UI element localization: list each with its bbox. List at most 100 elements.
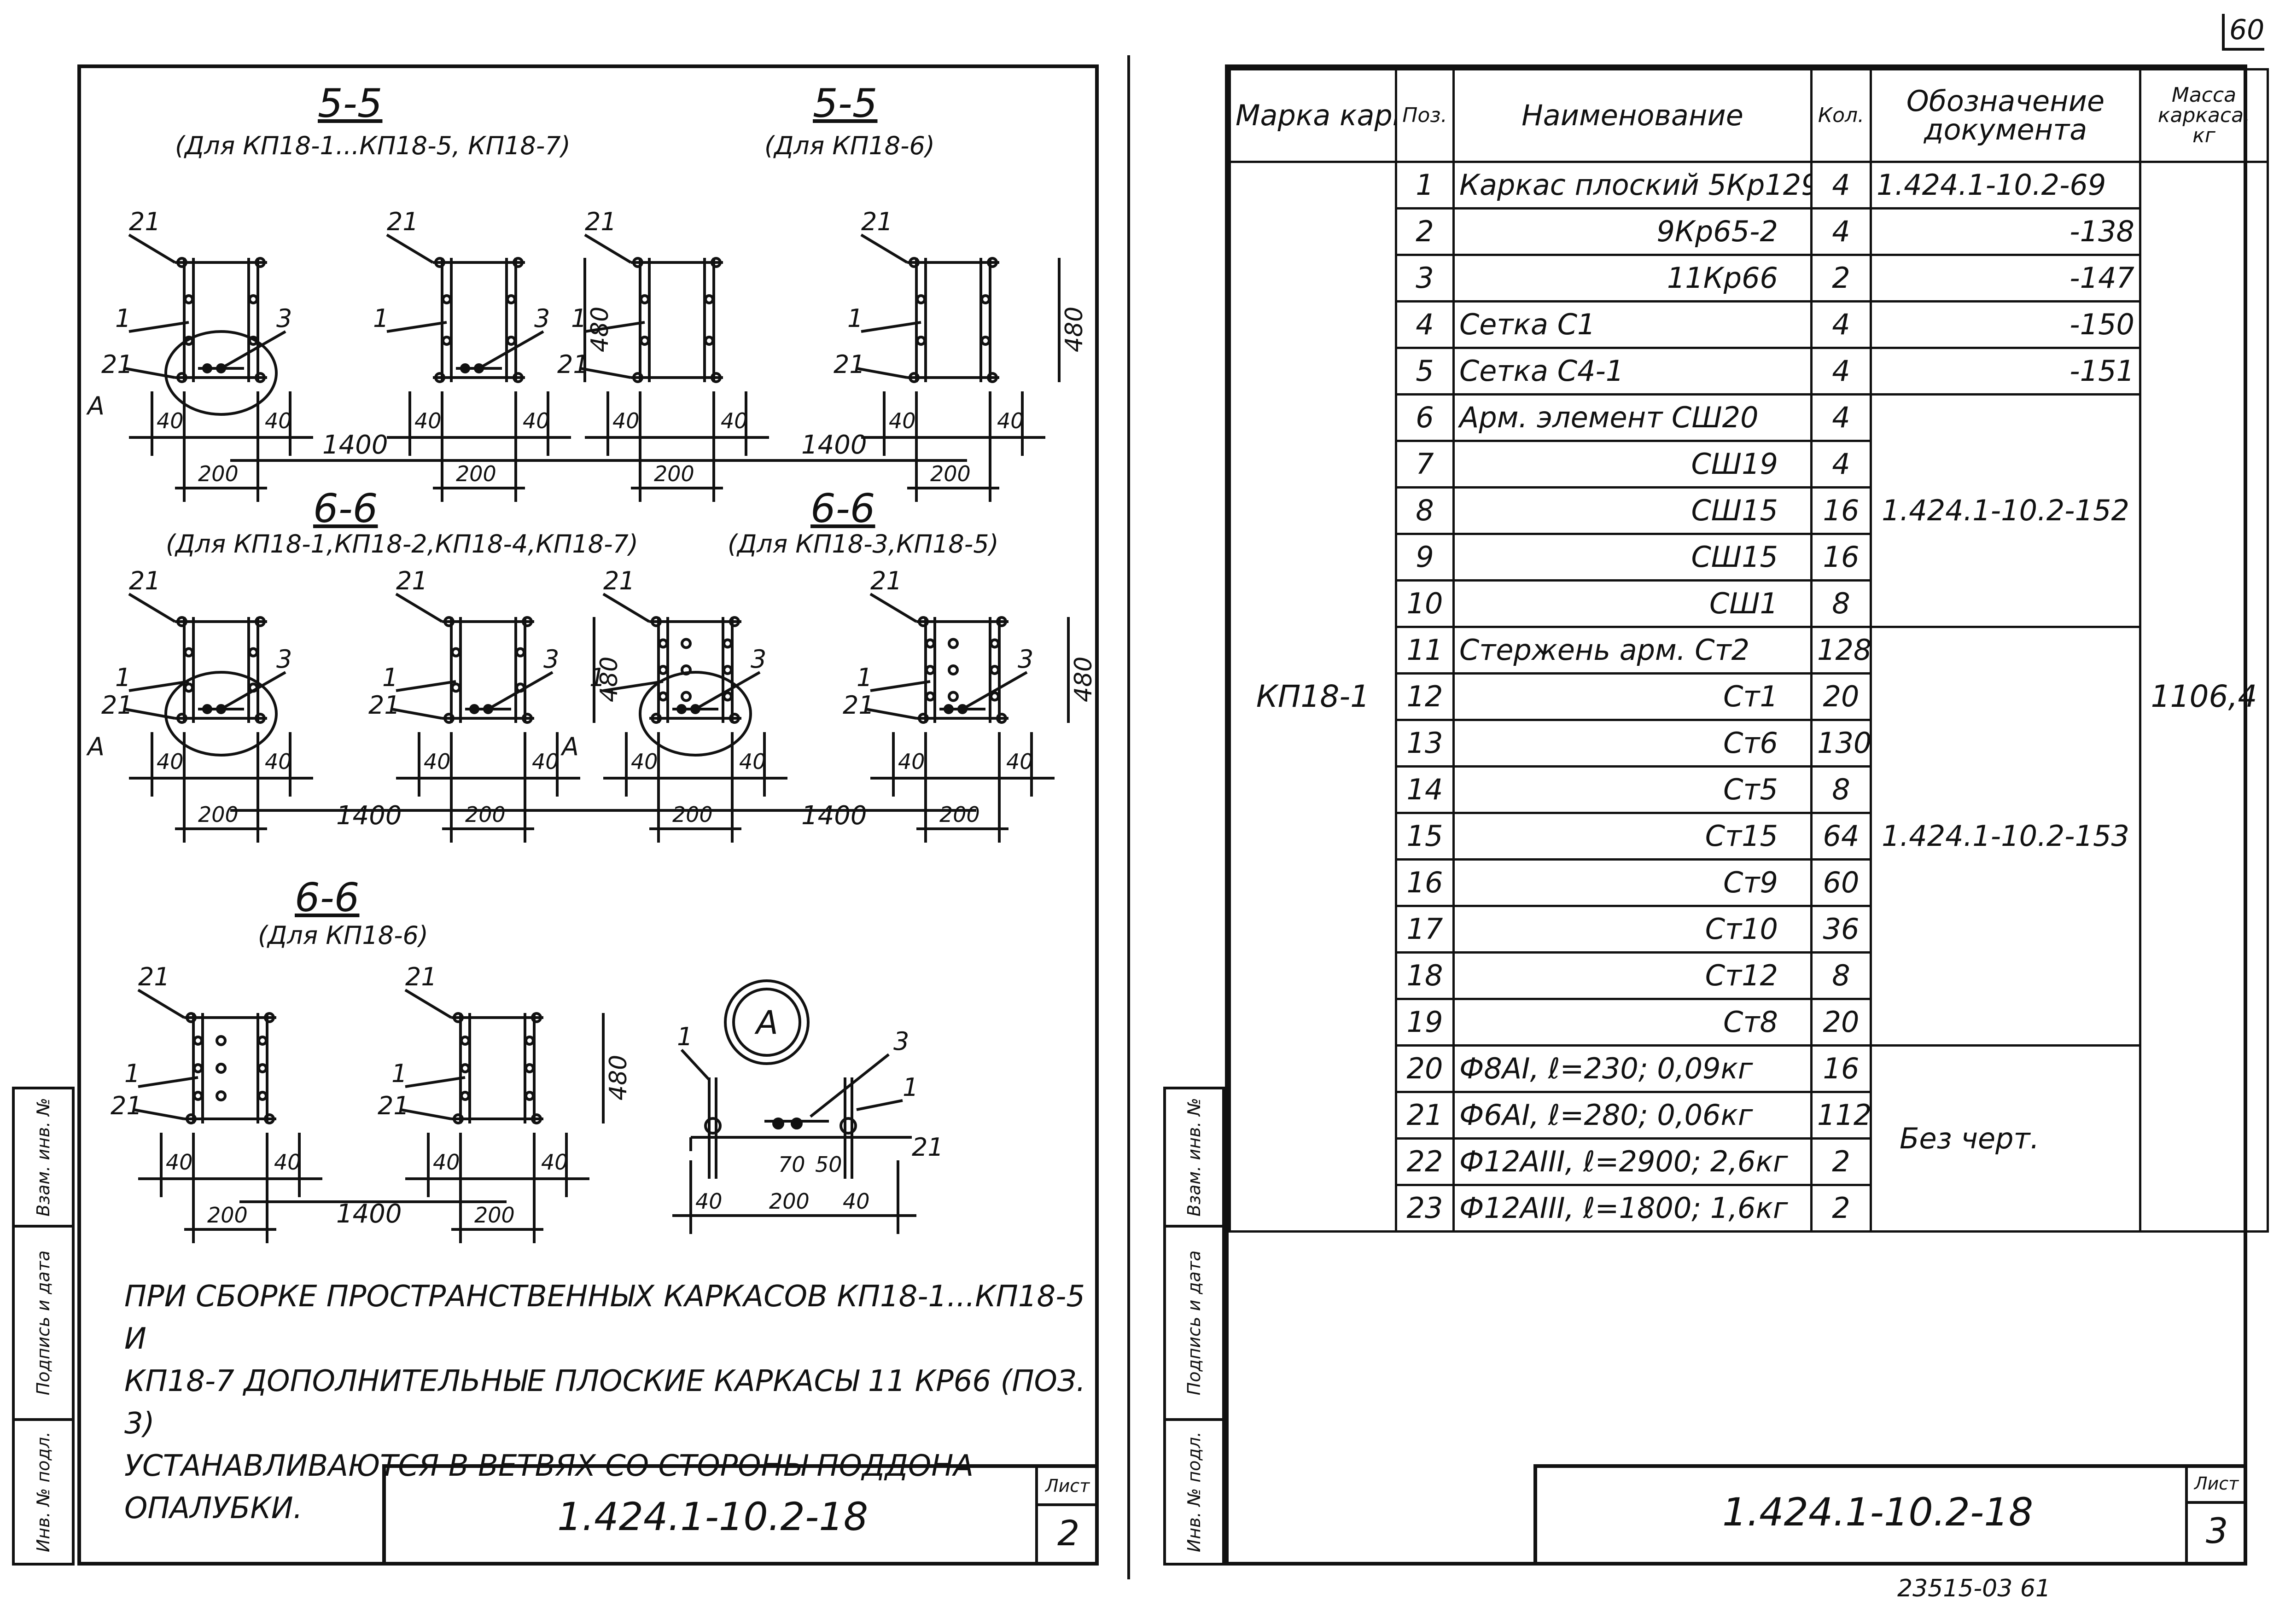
- corner-rebar: [186, 1113, 197, 1124]
- callout-21-bottom: 21: [101, 350, 133, 379]
- rebar-circle: [990, 665, 1000, 675]
- detail-a-rebar: [772, 1118, 784, 1129]
- name-cell: Сетка С4-1: [1452, 347, 1813, 396]
- view-title-6-6-c: 6-6: [295, 875, 360, 921]
- pos-cell: 15: [1395, 812, 1455, 861]
- callout-21-bottom: 21: [101, 691, 133, 720]
- rebar-circle: [948, 638, 959, 649]
- dim-40-left: 40: [424, 749, 451, 774]
- callout-3: 3: [276, 304, 292, 333]
- qty-cell: 4: [1810, 440, 1872, 489]
- callout-1: 1: [391, 1059, 407, 1088]
- strip-text-sign-date: Подпись и дата: [33, 1250, 53, 1396]
- corner-rebar: [443, 616, 455, 627]
- rebar-circle: [944, 704, 954, 714]
- qty-cell: 60: [1810, 858, 1872, 907]
- detail-a-rebar: [704, 1117, 722, 1135]
- header-qty: Кол.: [1810, 68, 1872, 163]
- dim-40-right: 40: [541, 1150, 568, 1175]
- dim-40-right: 40: [1006, 749, 1033, 774]
- leader-1: [138, 1076, 198, 1088]
- callout-1: 1: [382, 663, 398, 692]
- rebar-circle: [216, 1035, 227, 1046]
- pos-cell: 16: [1395, 858, 1455, 907]
- leader-3: [962, 671, 1028, 710]
- leader-1: [861, 321, 921, 333]
- corner-rebar: [255, 372, 266, 383]
- rebar-circle: [202, 363, 212, 373]
- leader-21-bottom: [391, 708, 443, 720]
- leader-1: [128, 680, 189, 692]
- leader-21: [602, 593, 650, 623]
- dim-40: 40: [843, 1189, 870, 1214]
- pos-cell: 13: [1395, 719, 1455, 768]
- rebar-circle: [184, 682, 194, 693]
- view-title-6-6-a: 6-6: [313, 486, 378, 532]
- detail-a-rebar: [839, 1117, 857, 1135]
- rebar-circle: [248, 294, 258, 304]
- qty-cell: 2: [1810, 254, 1872, 303]
- corner-rebar: [176, 713, 187, 724]
- dim-40-right: 40: [997, 408, 1024, 433]
- name-cell: СШ15: [1452, 533, 1813, 582]
- header-mass: Масса каркаса, кг: [2139, 68, 2269, 163]
- dim-1400: 1400: [336, 1199, 402, 1229]
- right-sheet-label: Лист: [2194, 1473, 2239, 1494]
- leader-21: [869, 593, 917, 623]
- pos-cell: 9: [1395, 533, 1455, 582]
- corner-rebar: [513, 372, 524, 383]
- leader-3: [220, 671, 286, 710]
- qty-cell: 4: [1810, 161, 1872, 210]
- left-stamp-code: 1.424.1-10.2-18: [557, 1494, 869, 1539]
- strip-cell-replaced-inv: Взам. инв. №: [15, 1089, 72, 1228]
- strip-text-sign-date-r: Подпись и дата: [1184, 1250, 1204, 1396]
- leader-1: [584, 321, 645, 333]
- left-sheet-number: 2: [1057, 1513, 1080, 1554]
- corner-rebar: [531, 1113, 542, 1124]
- name-cell: Ф8АI, ℓ=230; 0,09кг: [1452, 1044, 1813, 1093]
- dim-40-left: 40: [612, 408, 640, 433]
- dim-200: 200: [198, 802, 239, 827]
- right-title-block-sheet-cell: [2185, 1464, 2247, 1566]
- corner-rebar: [176, 257, 187, 268]
- corner-rebar: [255, 713, 266, 724]
- left-sheet-label: Лист: [1045, 1476, 1090, 1496]
- doc-cell: 1.424.1-10.2-69: [1870, 161, 2141, 210]
- corner-rebar: [434, 257, 445, 268]
- leader-21-bottom: [580, 367, 631, 379]
- callout-21-bottom: 21: [368, 691, 400, 720]
- corner-rebar: [531, 1012, 542, 1023]
- callout-1: 1: [115, 304, 131, 333]
- header-pos: Поз.: [1395, 68, 1455, 163]
- rebar-circle: [184, 294, 194, 304]
- dim-200: 200: [465, 802, 506, 827]
- frame-mark-cell: КП18-1: [1229, 161, 1397, 1233]
- dim-40-left: 40: [898, 749, 925, 774]
- callout-1: 1: [677, 1022, 693, 1051]
- sheet-divider: [1127, 55, 1130, 1579]
- dim-480: 480: [1070, 657, 1097, 702]
- corner-rebar: [918, 616, 929, 627]
- rebar-circle: [723, 691, 733, 702]
- qty-cell: 2: [1810, 1184, 1872, 1233]
- callout-1: 1: [589, 663, 605, 692]
- pos-cell: 4: [1395, 300, 1455, 349]
- dim-40-right: 40: [721, 408, 748, 433]
- rebar-circle: [640, 294, 650, 304]
- qty-cell: 20: [1810, 998, 1872, 1047]
- leader-1: [386, 321, 447, 333]
- dim-40-left: 40: [157, 749, 184, 774]
- corner-rebar: [711, 372, 722, 383]
- callout-21: 21: [870, 566, 902, 595]
- name-cell: Ст1: [1452, 672, 1813, 721]
- leader-1: [603, 680, 664, 692]
- callout-1: 1: [373, 304, 389, 333]
- callout-1: 1: [903, 1073, 918, 1102]
